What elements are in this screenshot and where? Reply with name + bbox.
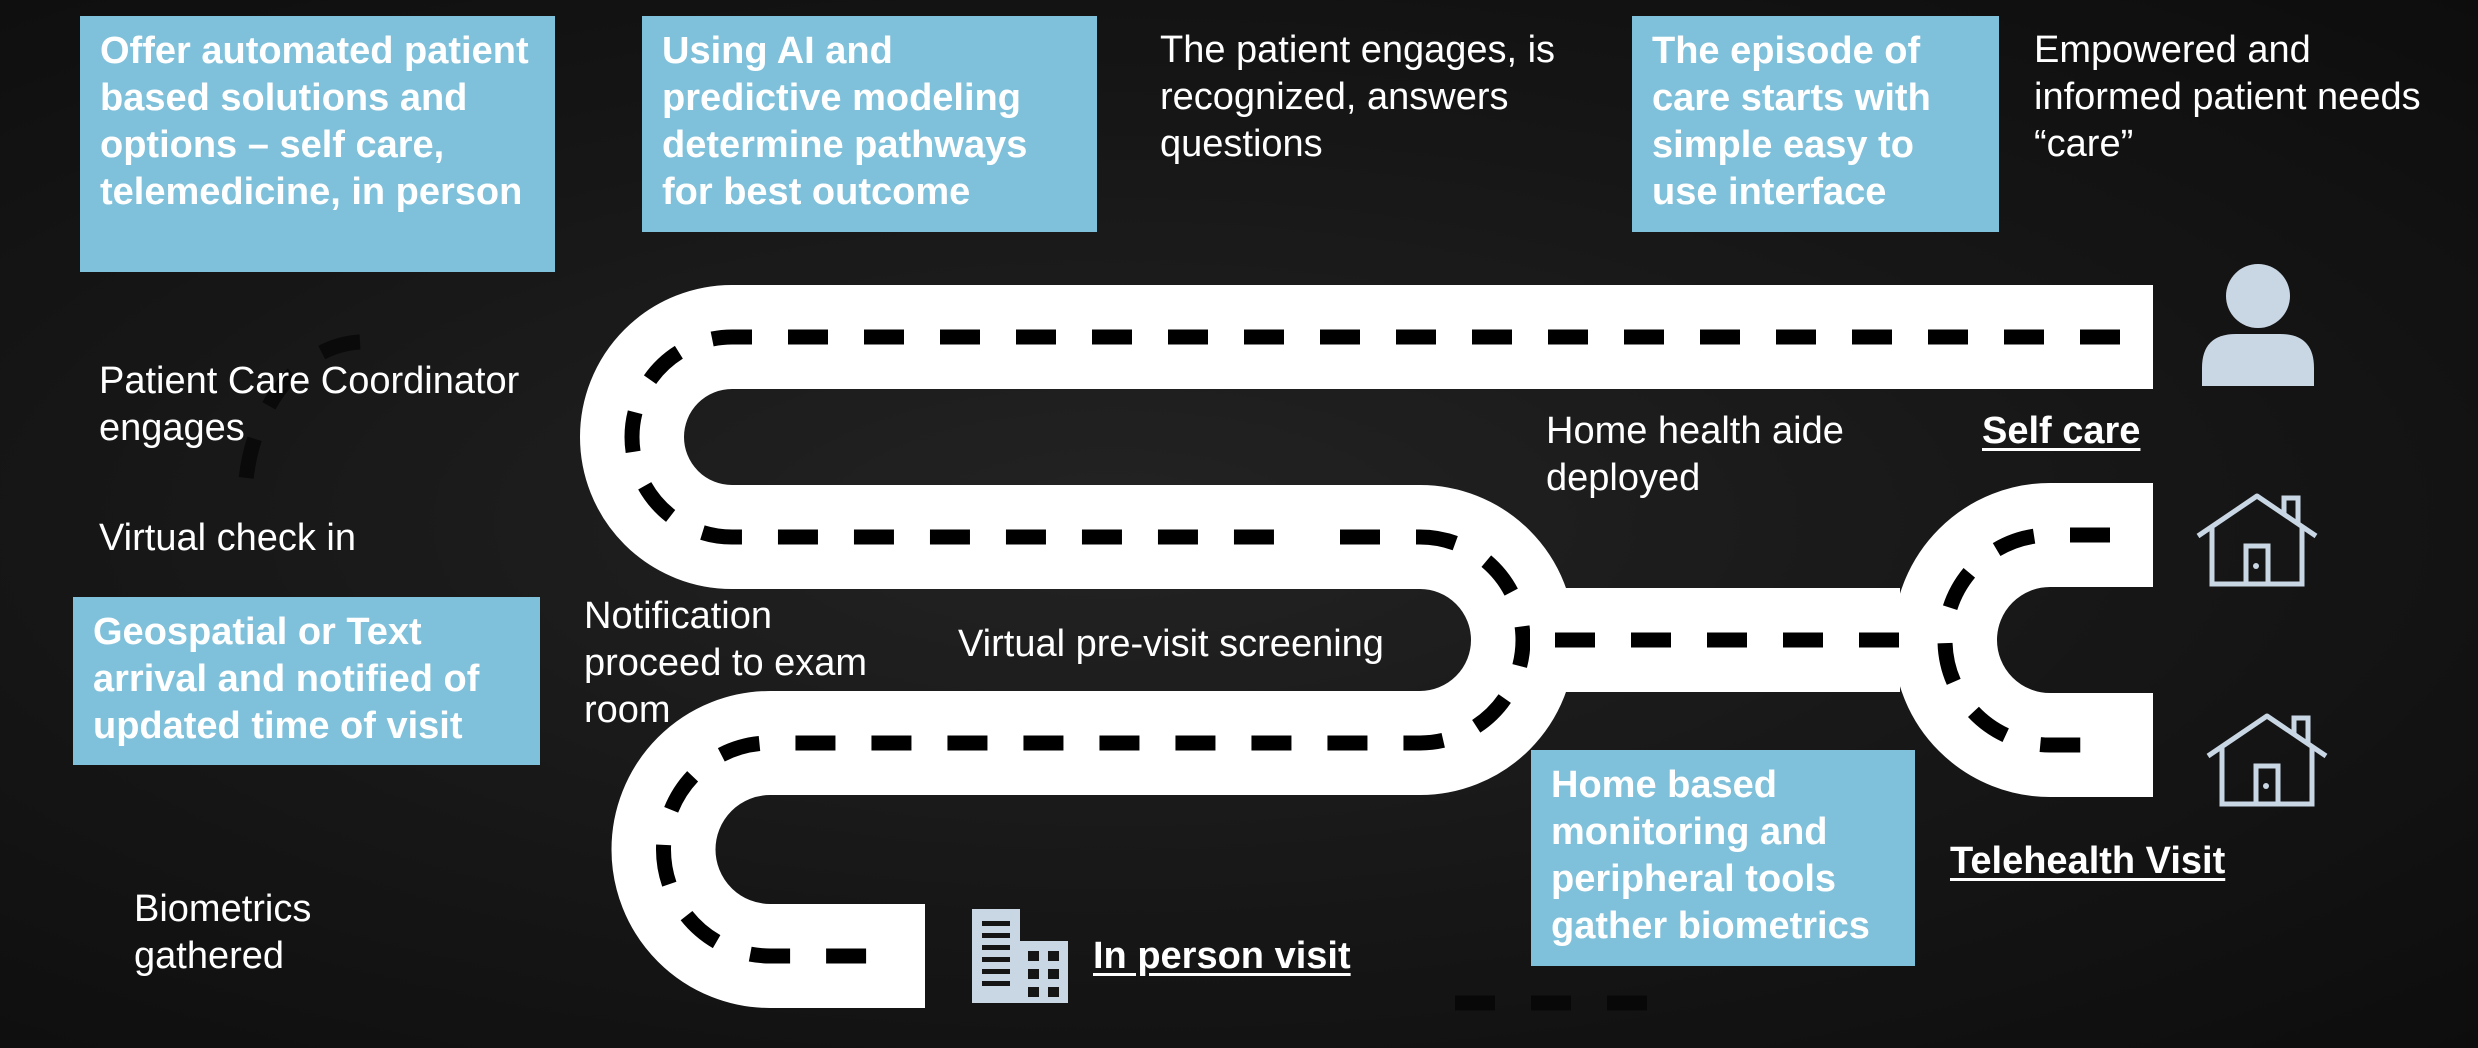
in-person-visit-link[interactable]: In person visit: [1093, 935, 1351, 977]
virtual-check-in-label: Virtual check in: [99, 517, 356, 559]
home-health-aide-label: Home health aide deployed: [1546, 410, 1844, 499]
episode-start-box: The episode of care starts with simple e…: [1632, 16, 1999, 232]
ai-pathways-box: Using AI and predictive modeling determi…: [642, 16, 1097, 232]
telehealth-visit-link[interactable]: Telehealth Visit: [1950, 840, 2226, 882]
pre-visit-screening-label: Virtual pre-visit screening: [958, 623, 1384, 665]
house-icon: [2206, 713, 2328, 807]
road-right-fork: [1530, 483, 2153, 797]
offer-solutions-box: Offer automated patient based solutions …: [80, 16, 555, 272]
geospatial-box: Geospatial or Text arrival and notified …: [73, 597, 540, 765]
road-top-lane: [580, 285, 2153, 589]
self-care-link[interactable]: Self care: [1982, 410, 2141, 452]
biometrics-label: Biometrics gathered: [134, 888, 312, 977]
person-icon: [2202, 264, 2314, 386]
care-coordinator-label: Patient Care Coordinator engages: [99, 360, 520, 449]
patient-engages-label: The patient engages, is recognized, answ…: [1160, 29, 1556, 165]
office-building-icon: [972, 909, 1068, 1003]
empowered-patient-label: Empowered and informed patient needs “ca…: [2034, 29, 2421, 165]
road-middle-lane: [611, 485, 1575, 1008]
faint-dashed-arc: [237, 334, 361, 511]
house-icon: [2196, 493, 2318, 587]
notification-label: Notification proceed to exam room: [584, 595, 868, 731]
home-monitoring-box: Home based monitoring and peripheral too…: [1531, 750, 1915, 966]
